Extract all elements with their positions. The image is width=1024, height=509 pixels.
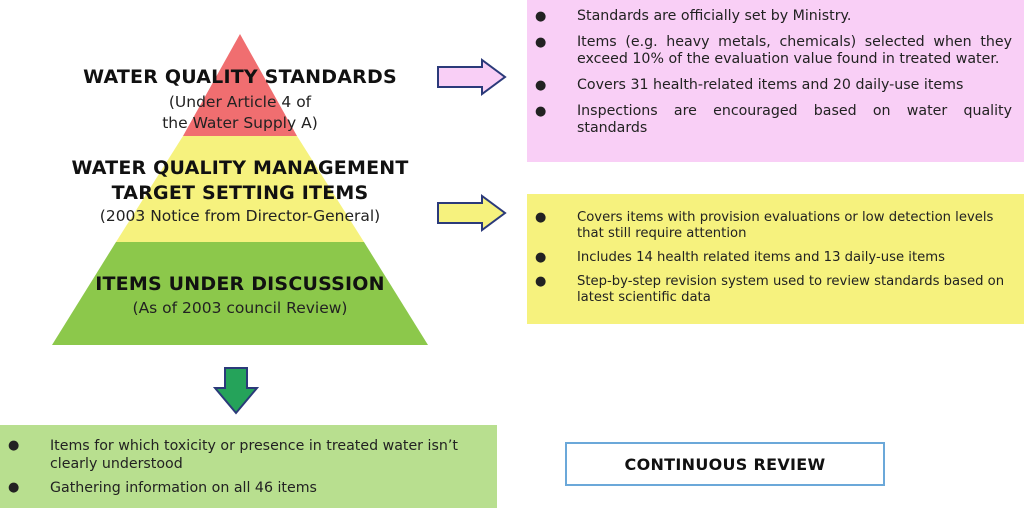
discussion-info-box: ●Items for which toxicity or presence in…	[0, 425, 497, 508]
bullet-icon: ●	[535, 104, 547, 119]
bullet-icon: ●	[535, 35, 547, 50]
pyramid-diagram	[52, 34, 428, 345]
pyramid-tier-standards	[183, 34, 297, 136]
tier-standards-title: WATER QUALITY STANDARDS	[83, 66, 397, 88]
pyramid-tier-targets	[116, 136, 364, 242]
tier-targets-title-line2: TARGET SETTING ITEMS	[111, 182, 369, 204]
bullet-icon: ●	[535, 9, 547, 24]
tier-discussion-subtitle: (As of 2003 council Review)	[132, 299, 348, 317]
list-item: ●Covers items with provision evaluations…	[535, 210, 994, 241]
list-item: ●Includes 14 health related items and 13…	[535, 250, 945, 265]
targets-info-box: ●Covers items with provision evaluations…	[527, 194, 1024, 324]
bullet-icon: ●	[8, 480, 20, 495]
list-item: ●Step-by-step revision system used to re…	[535, 274, 1005, 305]
list-item: ●Covers 31 health-related items and 20 d…	[535, 77, 964, 93]
tier-targets-subtitle: (2003 Notice from Director-General)	[99, 207, 381, 225]
pyramid-tier-discussion	[52, 242, 428, 345]
tier-standards-subtitle-line1: (Under Article 4 of	[168, 93, 312, 111]
bullet-icon: ●	[8, 438, 20, 453]
arrow-right-icon	[437, 58, 507, 96]
bullet-icon: ●	[535, 274, 547, 289]
tier-targets-title-line1: WATER QUALITY MANAGEMENT	[71, 157, 409, 179]
list-item: ●Standards are officially set by Ministr…	[535, 8, 852, 24]
arrow-down-icon	[213, 367, 259, 415]
list-item: ●Items for which toxicity or presence in…	[8, 438, 458, 472]
tier-discussion-title: ITEMS UNDER DISCUSSION	[95, 273, 385, 295]
continuous-review-box: CONTINUOUS REVIEW	[565, 442, 885, 486]
list-item: ●Inspections are encouraged based on wat…	[535, 103, 1012, 136]
continuous-review-label: CONTINUOUS REVIEW	[624, 454, 826, 474]
list-item: ●Items (e.g. heavy metals, chemicals) se…	[535, 34, 1012, 67]
bullet-icon: ●	[535, 210, 547, 225]
list-item: ●Gathering information on all 46 items	[8, 480, 317, 496]
arrow-right-icon	[437, 194, 507, 232]
tier-standards-subtitle-line2: the Water Supply A)	[162, 114, 318, 132]
bullet-icon: ●	[535, 250, 547, 265]
standards-info-box: ●Standards are officially set by Ministr…	[527, 0, 1024, 162]
bullet-icon: ●	[535, 78, 547, 93]
